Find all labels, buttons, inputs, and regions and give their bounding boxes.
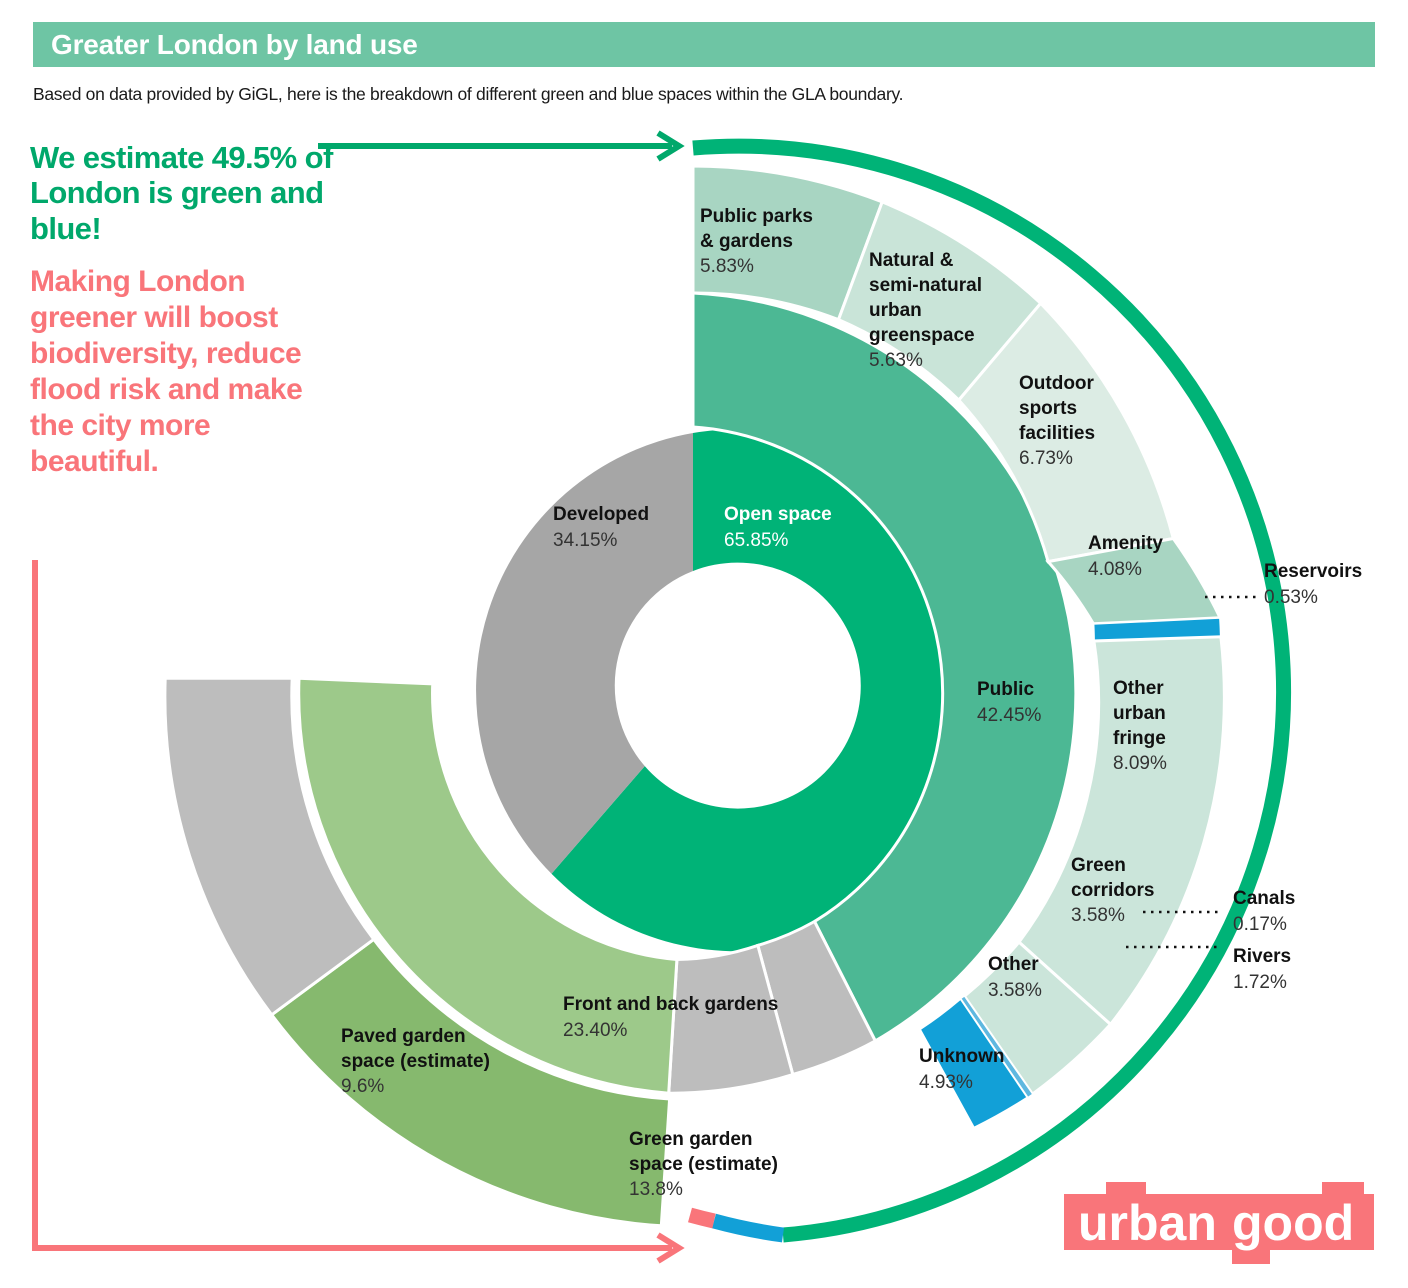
slice-developed bbox=[476, 433, 693, 874]
label-rivers: Rivers 1.72% bbox=[1233, 946, 1291, 993]
slice-unknown bbox=[667, 943, 795, 1095]
label-rivers-value: 1.72% bbox=[1233, 972, 1287, 993]
label-natural-name2: semi-natural bbox=[869, 275, 982, 296]
label-ouf-name2: urban bbox=[1113, 703, 1166, 724]
label-unknown: Unknown 4.93% bbox=[919, 1046, 1005, 1093]
slice-amenity bbox=[1045, 536, 1223, 626]
pink-arrow bbox=[32, 560, 685, 1264]
label-reservoirs: Reservoirs 0.53% bbox=[1264, 561, 1362, 608]
label-natural-greenspace: Natural & semi-natural urban greenspace … bbox=[869, 250, 982, 371]
label-green-corridors-value: 3.58% bbox=[1071, 905, 1125, 926]
label-unknown-value: 4.93% bbox=[919, 1072, 973, 1093]
label-natural-name3: urban bbox=[869, 300, 922, 321]
label-developed-value: 34.15% bbox=[553, 530, 618, 551]
label-green-garden-name2: space (estimate) bbox=[629, 1154, 778, 1175]
label-green-corridors-name1: Green bbox=[1071, 855, 1126, 876]
slice-rivers bbox=[918, 997, 1029, 1130]
label-paved-garden-name2: space (estimate) bbox=[341, 1051, 490, 1072]
label-outdoor-name3: facilities bbox=[1019, 423, 1095, 444]
slice-front-back-gardens bbox=[297, 676, 679, 1095]
label-reservoirs-name: Reservoirs bbox=[1264, 561, 1362, 582]
slice-natural-greenspace bbox=[836, 199, 1043, 403]
label-front-back-gardens-value: 23.40% bbox=[563, 1020, 628, 1041]
label-green-corridors-name2: corridors bbox=[1071, 880, 1154, 901]
slice-canals bbox=[959, 995, 1034, 1099]
slice-green-corridors bbox=[962, 939, 1113, 1097]
label-paved-garden-name1: Paved garden bbox=[341, 1026, 466, 1047]
label-paved-garden: Paved garden space (estimate) 9.6% bbox=[341, 1026, 490, 1097]
label-natural-name1: Natural & bbox=[869, 250, 954, 271]
label-reservoirs-value: 0.53% bbox=[1264, 587, 1318, 608]
page-title: Greater London by land use bbox=[51, 28, 418, 60]
label-amenity: Amenity 4.08% bbox=[1088, 533, 1163, 580]
pink-headline: Making London greener will boost biodive… bbox=[30, 265, 303, 478]
label-green-garden: Green garden space (estimate) 13.8% bbox=[629, 1129, 778, 1200]
slice-paved-garden bbox=[163, 676, 376, 1017]
label-natural-value: 5.63% bbox=[869, 350, 923, 371]
label-outdoor-name2: sports bbox=[1019, 398, 1077, 419]
slice-green-garden bbox=[269, 937, 672, 1228]
label-amenity-value: 4.08% bbox=[1088, 559, 1142, 580]
label-green-corridors: Green corridors 3.58% bbox=[1071, 855, 1154, 926]
logo-text-good: good bbox=[1232, 1195, 1354, 1251]
label-canals-value: 0.17% bbox=[1233, 914, 1287, 935]
label-unknown-name: Unknown bbox=[919, 1046, 1005, 1067]
label-open-space: Open space 65.85% bbox=[724, 504, 832, 551]
label-public-parks-value: 5.83% bbox=[700, 256, 754, 277]
slice-open-space bbox=[551, 429, 999, 952]
green-arrow bbox=[318, 130, 685, 162]
label-public-value: 42.45% bbox=[977, 705, 1042, 726]
label-developed-name: Developed bbox=[553, 504, 649, 525]
label-front-back-gardens: Front and back gardens 23.40% bbox=[563, 994, 778, 1041]
label-canals-name: Canals bbox=[1233, 888, 1295, 909]
slice-other-urban-fringe bbox=[1016, 635, 1226, 1027]
label-other-urban-fringe: Other urban fringe 8.09% bbox=[1113, 678, 1167, 774]
label-open-space-value: 65.85% bbox=[724, 530, 789, 551]
label-public: Public 42.45% bbox=[977, 679, 1042, 726]
green-headline: We estimate 49.5% of London is green and… bbox=[30, 140, 333, 246]
slice-public bbox=[691, 291, 1078, 1043]
page-subtitle: Based on data provided by GiGL, here is … bbox=[33, 84, 904, 104]
label-ouf-name1: Other bbox=[1113, 678, 1164, 699]
label-green-garden-name1: Green garden bbox=[629, 1129, 753, 1150]
slice-reservoirs bbox=[1092, 616, 1222, 643]
label-public-parks-name1: Public parks bbox=[700, 206, 813, 227]
label-outdoor-value: 6.73% bbox=[1019, 448, 1073, 469]
outer-indicator-arc bbox=[688, 138, 1291, 1243]
label-other-name: Other bbox=[988, 954, 1039, 975]
label-paved-garden-value: 9.6% bbox=[341, 1076, 384, 1097]
label-developed: Developed 34.15% bbox=[553, 504, 649, 551]
label-other: Other 3.58% bbox=[988, 954, 1042, 1001]
slice-public-parks bbox=[691, 164, 885, 322]
label-green-garden-value: 13.8% bbox=[629, 1179, 683, 1200]
label-open-space-name: Open space bbox=[724, 504, 832, 525]
ring-middle bbox=[297, 291, 1078, 1095]
label-ouf-value: 8.09% bbox=[1113, 753, 1167, 774]
urban-good-logo: urban good bbox=[1064, 1178, 1374, 1266]
label-public-parks: Public parks & gardens 5.83% bbox=[700, 206, 813, 277]
label-natural-name4: greenspace bbox=[869, 325, 975, 346]
label-rivers-name: Rivers bbox=[1233, 946, 1291, 967]
label-front-back-gardens-name: Front and back gardens bbox=[563, 994, 778, 1015]
slice-outdoor-sports bbox=[956, 301, 1176, 564]
label-canals: Canals 0.17% bbox=[1233, 888, 1295, 935]
label-public-parks-name2: & gardens bbox=[700, 231, 793, 252]
slice-other bbox=[755, 919, 878, 1077]
callout-leaders bbox=[1126, 595, 1258, 949]
label-ouf-name3: fringe bbox=[1113, 728, 1166, 749]
logo-svg: urban good bbox=[1064, 1182, 1374, 1264]
header-banner: Greater London by land use bbox=[33, 22, 1375, 67]
label-outdoor-name1: Outdoor bbox=[1019, 373, 1095, 394]
label-outdoor-sports: Outdoor sports facilities 6.73% bbox=[1019, 373, 1095, 469]
logo-text-urban: urban bbox=[1078, 1195, 1217, 1251]
ring-inner bbox=[476, 429, 999, 952]
label-public-name: Public bbox=[977, 679, 1034, 700]
label-amenity-name: Amenity bbox=[1088, 533, 1163, 554]
label-other-value: 3.58% bbox=[988, 980, 1042, 1001]
